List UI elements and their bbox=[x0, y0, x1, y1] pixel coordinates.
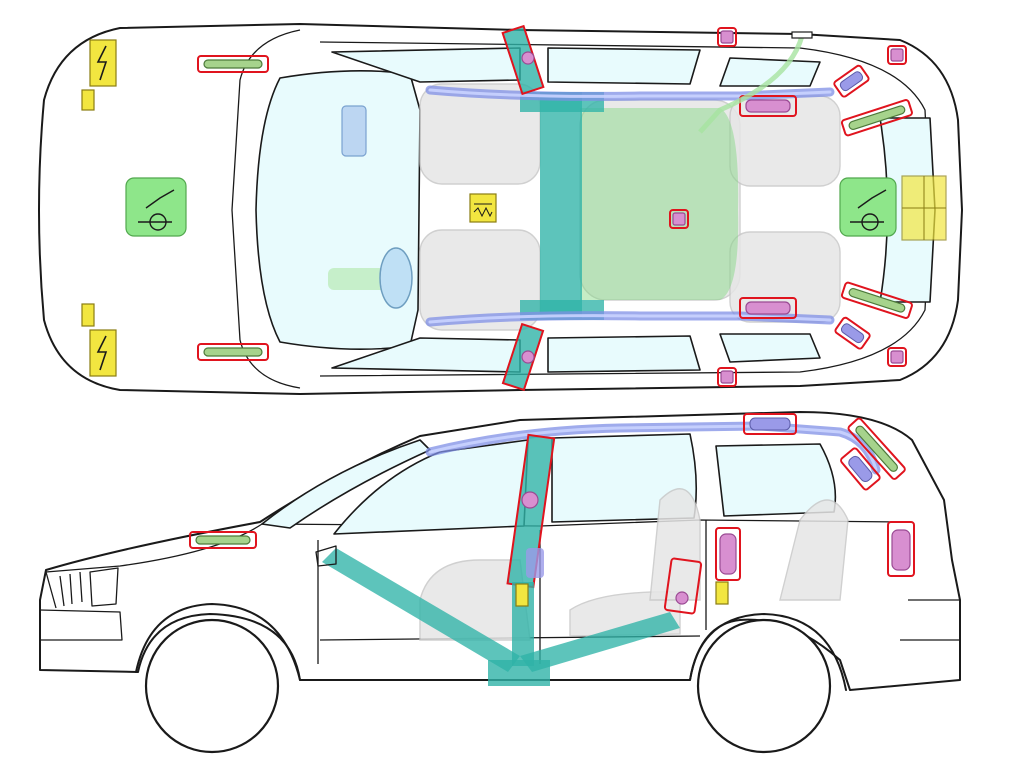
side-seat-inflator-rear bbox=[715, 527, 741, 581]
top-body-outline bbox=[38, 23, 963, 395]
top-tailgate-strut-left bbox=[840, 99, 913, 137]
side-front-wheel bbox=[144, 618, 280, 754]
top-view bbox=[38, 23, 963, 395]
side-hood-strut bbox=[189, 531, 257, 549]
side-rear-arch bbox=[689, 613, 847, 691]
top-wiring bbox=[698, 35, 805, 134]
top-side-window-right-quarter bbox=[719, 333, 821, 363]
top-inflator-c-right bbox=[834, 316, 871, 350]
top-high-strength-zone bbox=[580, 108, 739, 300]
top-seats bbox=[419, 83, 841, 331]
top-bpillar-upper-right bbox=[501, 322, 545, 392]
side-rear-bumper bbox=[900, 599, 960, 641]
side-c-inflator bbox=[840, 447, 881, 491]
top-tailgate-strut-right bbox=[840, 281, 913, 319]
side-trunk-inflator bbox=[887, 521, 915, 577]
top-engine-icon bbox=[125, 177, 187, 237]
side-headlight bbox=[89, 567, 119, 607]
top-bpillar-upper-left bbox=[501, 24, 545, 96]
top-inflator-c-left bbox=[833, 64, 870, 98]
top-inflator-small-markers bbox=[717, 27, 907, 387]
side-view bbox=[39, 411, 961, 754]
side-mirror bbox=[315, 545, 337, 567]
top-side-window-left-rear bbox=[547, 47, 701, 85]
top-bpillar-reinforcement bbox=[540, 92, 582, 318]
top-body-inner-line bbox=[231, 29, 301, 389]
top-hood-strut-left bbox=[197, 55, 269, 73]
side-windshield bbox=[261, 439, 431, 529]
pretensioner-icon-center bbox=[469, 193, 497, 223]
top-inflator-roof-right bbox=[739, 297, 797, 319]
side-pretensioner-rear bbox=[715, 581, 729, 605]
top-steering-wheel bbox=[328, 247, 413, 309]
side-body-outline bbox=[39, 411, 961, 691]
top-airbag-dash bbox=[341, 105, 367, 157]
pretensioner-icon-front-left bbox=[81, 89, 95, 111]
top-side-window-right-rear bbox=[547, 335, 701, 373]
side-front-arch bbox=[135, 603, 301, 681]
battery-pack-rear bbox=[901, 175, 947, 241]
top-trunk-icon bbox=[839, 177, 897, 237]
battery-icon-front-left bbox=[89, 39, 117, 87]
battery-icon-front-right bbox=[89, 329, 117, 377]
side-seat-inflator-mid bbox=[663, 557, 703, 615]
side-tailgate-strut bbox=[847, 417, 906, 480]
pretensioner-icon-front-right bbox=[81, 303, 95, 327]
side-pretensioner-front bbox=[515, 583, 529, 607]
top-inflator-center-seat bbox=[669, 209, 689, 229]
top-inflator-roof-left bbox=[739, 95, 797, 117]
side-grille bbox=[45, 571, 83, 609]
side-front-bumper bbox=[39, 609, 123, 641]
side-diagonal-brace-rear bbox=[520, 612, 680, 672]
side-rear-wheel bbox=[696, 618, 832, 754]
side-roof-inflator bbox=[743, 413, 797, 435]
top-hood-strut-right bbox=[197, 343, 269, 361]
side-hood bbox=[45, 523, 263, 573]
side-diagonal-brace-front bbox=[322, 548, 520, 672]
side-seats bbox=[419, 488, 849, 641]
